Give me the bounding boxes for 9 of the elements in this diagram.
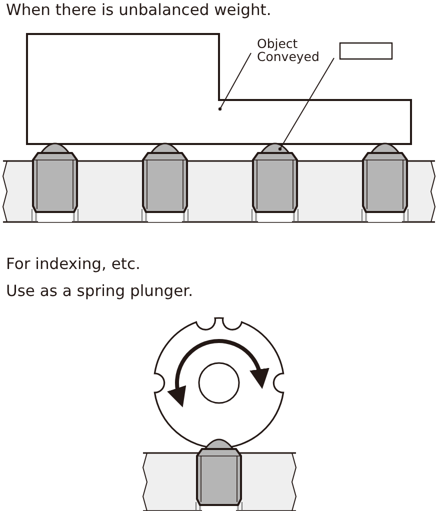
conveyed-object <box>26 33 412 145</box>
part-label-box <box>339 42 393 60</box>
callout-text: Object Conveyed <box>257 37 320 63</box>
picture <box>252 142 298 222</box>
leader-line <box>278 58 334 151</box>
heading: When there is unbalanced weight. <box>6 1 272 19</box>
note: Use as a spring plunger. <box>6 282 194 300</box>
note: For indexing, etc. <box>6 255 140 273</box>
leader-line <box>218 52 252 111</box>
